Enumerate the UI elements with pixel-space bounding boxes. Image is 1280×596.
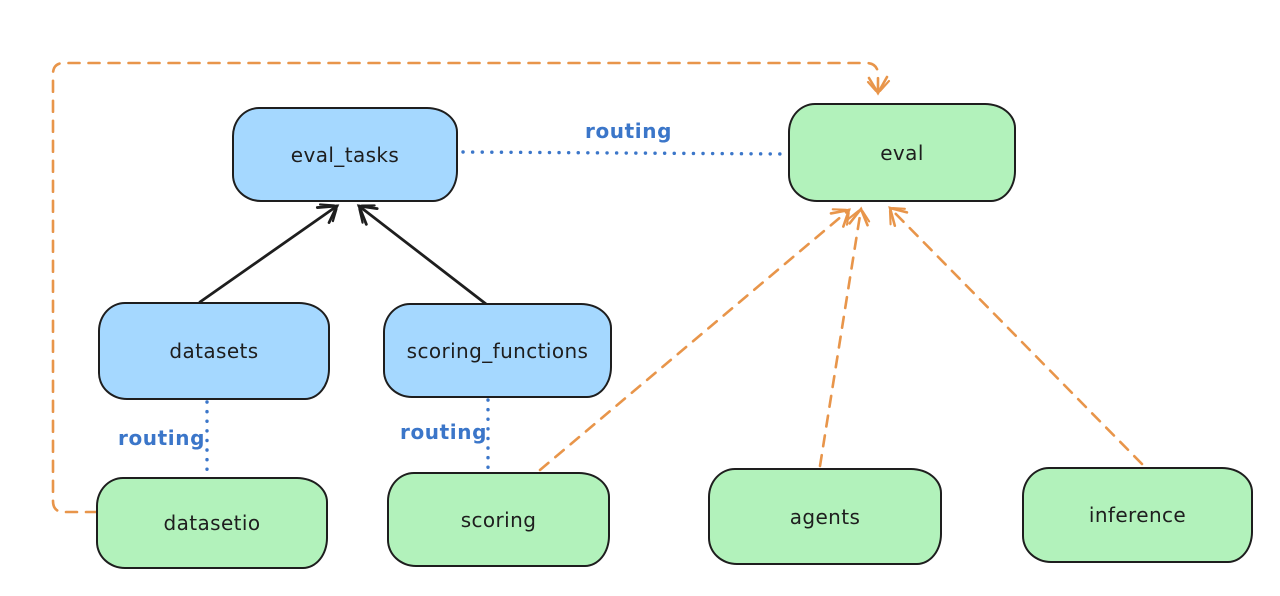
node-eval-label: eval [880,140,924,165]
node-datasetio-label: datasetio [163,511,261,535]
node-datasets: datasets [98,302,330,400]
edge-datasetio-to-eval-around-left-top [51,61,891,514]
edge-label-routing-eval-tasks-eval: routing [585,119,673,143]
node-agents: agents [708,468,942,565]
node-eval-tasks: eval_tasks [232,107,458,202]
edge-label-routing-datasets-datasetio: routing [118,426,206,450]
edge-scoring-functions-to-eval-tasks [356,204,488,306]
node-inference-label: inference [1088,503,1187,527]
edge-eval-tasks-to-eval-routing [461,150,787,156]
node-datasets-label: datasets [169,339,259,363]
node-eval: eval [788,103,1016,202]
edge-datasets-to-eval-tasks [198,203,340,304]
node-eval-tasks-label: eval_tasks [290,142,400,167]
node-scoring: scoring [387,472,610,567]
node-scoring-functions: scoring_functions [383,303,612,398]
node-datasetio: datasetio [96,477,328,569]
node-inference: inference [1022,467,1253,563]
edge-label-routing-scoringfns-scoring: routing [400,420,488,444]
edge-inference-to-eval [888,206,1144,466]
edge-agents-to-eval [818,206,871,468]
node-scoring-functions-label: scoring_functions [406,338,589,363]
edge-scoring-to-eval [538,208,851,472]
node-scoring-label: scoring [460,507,537,532]
node-agents-label: agents [789,504,861,529]
